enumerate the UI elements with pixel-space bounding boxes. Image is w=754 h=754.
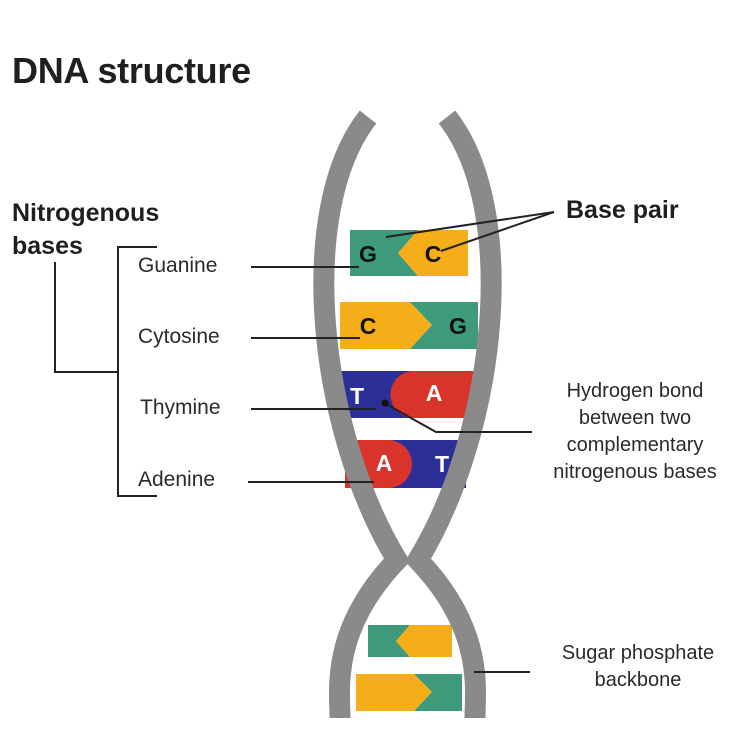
adenine-base [390,371,478,418]
cytosine-base [398,230,468,276]
guanine-base [368,625,410,657]
backbone-strand-left [313,110,411,719]
adenine-letter: A [426,380,443,406]
backbone-strand-right [404,110,502,719]
sugar-phosphate-backbone-label: Sugar phosphate backbone [561,642,715,691]
base-pair-leader-guanine [385,211,555,238]
guanine-base [410,302,478,349]
sugar-phosphate-backbone [313,110,502,719]
guanine-letter: G [359,241,377,267]
page-title: DNA structure [12,50,251,91]
hydrogen-bond-label: Hydrogen bond between two complementary … [553,380,717,483]
adenine-letter: A [376,450,393,476]
guanine-base [350,230,418,276]
base-pair-cytosine-guanine: C G [340,302,478,349]
adenine-label: Adenine [138,468,216,491]
guanine-base [414,674,462,711]
nitrogenous-bases-bracket [54,246,157,497]
cytosine-letter: C [360,313,377,339]
lower-base-pair-1 [368,625,452,657]
base-pair-leader-cytosine [440,211,555,252]
cytosine-base [356,674,432,711]
cytosine-letter: C [425,241,442,267]
thymine-letter: T [435,451,449,477]
label-leader-lines [248,211,555,673]
hydrogen-bond-dot [381,399,389,407]
base-pair-thymine-adenine: T A [336,371,478,418]
hydrogen-bond-leader [385,403,532,433]
lower-base-pair-2 [356,674,462,711]
cytosine-label: Cytosine [138,325,220,348]
thymine-letter: T [350,383,364,409]
cytosine-base [396,625,452,657]
thymine-label: Thymine [140,396,221,419]
base-pair-heading: Base pair [566,196,679,224]
nitrogenous-bases-heading: Nitrogenous bases [12,199,160,260]
guanine-letter: G [449,313,467,339]
cytosine-base [340,302,432,349]
base-pair-guanine-cytosine: G C [350,230,468,276]
guanine-label: Guanine [138,254,218,277]
